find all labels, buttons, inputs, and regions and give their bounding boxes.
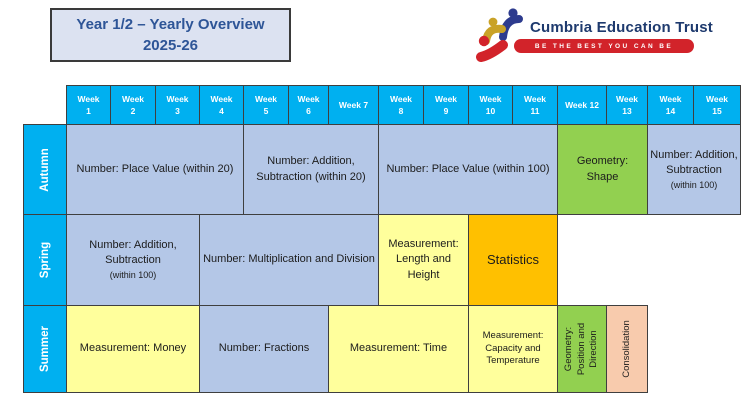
- curriculum-block: Number: Place Value (within 20): [66, 124, 244, 215]
- curriculum-block: Number: Addition, Subtraction (within 20…: [243, 124, 379, 215]
- curriculum-block-text: Statistics: [486, 252, 539, 268]
- season-label-text: Autumn: [39, 147, 51, 192]
- week-header-14: Week 14: [647, 85, 694, 125]
- curriculum-block: Geometry: Position and Direction: [557, 305, 607, 393]
- curriculum-block-text: Consolidation: [620, 320, 632, 378]
- curriculum-block-text: Geometry: Position and Direction: [563, 322, 600, 376]
- season-label-spring: Spring: [23, 214, 67, 306]
- trust-name: Cumbria Education Trust: [530, 19, 713, 36]
- curriculum-block-text: Geometry: Shape: [576, 155, 629, 183]
- empty-cell: [557, 214, 741, 306]
- curriculum-block: Measurement: Length and Height: [378, 214, 469, 306]
- curriculum-block-text: Measurement: Length and Height: [388, 238, 459, 281]
- empty-cell: [647, 305, 741, 393]
- curriculum-block: Measurement: Capacity and Temperature: [468, 305, 558, 393]
- season-label-text: Spring: [39, 241, 51, 279]
- curriculum-block: Measurement: Money: [66, 305, 200, 393]
- trust-logo-icon: [476, 6, 530, 67]
- week-header-3: Week 3: [155, 85, 200, 125]
- week-header-11: Week 11: [512, 85, 558, 125]
- week-header-6: Week 6: [288, 85, 329, 125]
- page-title-line1: Year 1/2 – Yearly Overview: [76, 16, 265, 33]
- week-header-7: Week 7: [328, 85, 379, 125]
- curriculum-block: Number: Addition, Subtraction (within 100…: [647, 124, 741, 215]
- curriculum-block: Number: Fractions: [199, 305, 329, 393]
- curriculum-block-text: Measurement: Time: [349, 342, 448, 355]
- curriculum-block: Number: Addition, Subtraction (within 100…: [66, 214, 200, 306]
- page-title-line2: 2025-26: [142, 37, 199, 54]
- week-header-8: Week 8: [378, 85, 424, 125]
- week-header-12: Week 12: [557, 85, 607, 125]
- curriculum-block-text: Number: Place Value (within 100): [386, 162, 550, 175]
- curriculum-block: Consolidation: [606, 305, 648, 393]
- trust-logo: Cumbria Education Trust BE THE BEST YOU …: [476, 6, 713, 67]
- week-header-15: Week 15: [693, 85, 741, 125]
- curriculum-block-text: Number: Fractions: [218, 342, 310, 355]
- curriculum-block: Number: Multiplication and Division: [199, 214, 379, 306]
- season-label-summer: Summer: [23, 305, 67, 393]
- curriculum-block-text: Measurement: Money: [79, 342, 187, 355]
- curriculum-block-text: Number: Addition, Subtraction: [650, 148, 738, 176]
- trust-tagline-banner: BE THE BEST YOU CAN BE: [514, 39, 694, 53]
- curriculum-block-subtext: (within 100): [670, 179, 718, 190]
- curriculum-block-text: Number: Addition, Subtraction (within 20…: [256, 155, 366, 183]
- trust-logo-text: Cumbria Education Trust BE THE BEST YOU …: [514, 19, 713, 53]
- week-header-13: Week 13: [606, 85, 648, 125]
- curriculum-block: Measurement: Time: [328, 305, 469, 393]
- curriculum-block: Number: Place Value (within 100): [378, 124, 558, 215]
- page-title: Year 1/2 – Yearly Overview 2025-26: [50, 8, 291, 62]
- week-header-1: Week 1: [66, 85, 111, 125]
- table-corner-spacer: [23, 85, 67, 125]
- curriculum-block: Statistics: [468, 214, 558, 306]
- curriculum-block-text: Number: Place Value (within 20): [76, 162, 234, 175]
- week-header-2: Week 2: [110, 85, 156, 125]
- curriculum-block-text: Number: Multiplication and Division: [203, 253, 375, 266]
- season-label-autumn: Autumn: [23, 124, 67, 215]
- curriculum-block-subtext: (within 100): [109, 270, 157, 281]
- season-label-text: Summer: [39, 325, 51, 373]
- week-header-9: Week 9: [423, 85, 469, 125]
- week-header-4: Week 4: [199, 85, 244, 125]
- week-header-10: Week 10: [468, 85, 513, 125]
- week-header-5: Week 5: [243, 85, 289, 125]
- curriculum-block-text: Measurement: Capacity and Temperature: [482, 329, 544, 367]
- curriculum-block: Geometry: Shape: [557, 124, 648, 215]
- curriculum-block-text: Number: Addition, Subtraction: [89, 239, 177, 267]
